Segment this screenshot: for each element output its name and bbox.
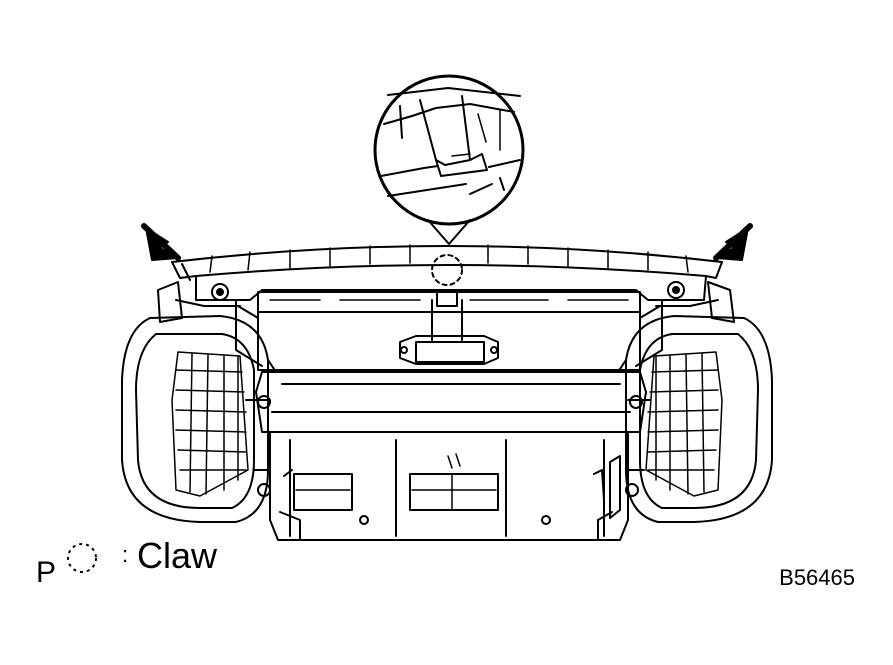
dashed-circle-icon: [67, 543, 97, 573]
top-rail: [171, 244, 723, 301]
right-vent-outlet: [625, 315, 773, 523]
right-pointer-arrow: [713, 223, 753, 261]
left-vent-outlet: [121, 315, 269, 523]
legend-marker-letter: P: [36, 556, 57, 589]
magnified-detail-view: [373, 74, 525, 245]
right-bolt: [667, 281, 685, 299]
lower-housing: [253, 431, 645, 541]
left-pointer-arrow: [141, 223, 181, 261]
left-bolt: [211, 283, 229, 301]
legend-text: Claw: [137, 535, 218, 576]
upper-frame: [235, 291, 663, 371]
figure-id: B56465: [779, 565, 855, 590]
side-brackets: [157, 281, 735, 373]
legend-separator: :: [122, 542, 129, 567]
main-duct: [245, 371, 651, 433]
claw-location-dashed-circle: [431, 254, 463, 286]
center-connector: [399, 335, 499, 365]
